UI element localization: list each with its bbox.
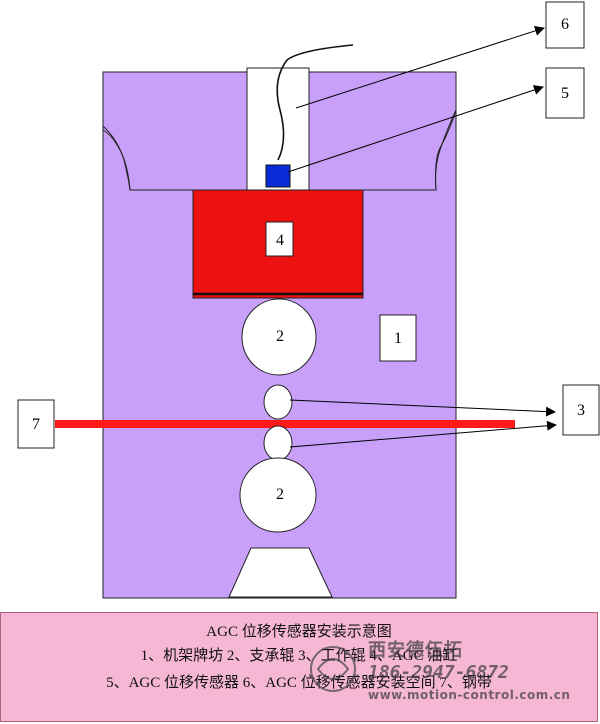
arrow-to-label-5 [287, 85, 544, 173]
caption-line-1: 1、机架牌坊 2、支承辊 3、工作辊 4、AGC 油缸 [140, 648, 458, 664]
caption-title: AGC 位移传感器安装示意图 [206, 624, 392, 640]
label-box-1: 1 [379, 314, 417, 362]
label-7: 7 [32, 416, 40, 433]
arrow-to-label-6 [295, 26, 545, 109]
legend-caption: AGC 位移传感器安装示意图 1、机架牌坊 2、支承辊 3、工作辊 4、AGC … [0, 612, 598, 722]
label-box-4: 4 [265, 221, 294, 257]
label-box-5: 5 [545, 67, 585, 119]
label-2-top: 2 [276, 328, 284, 345]
label-box-3: 3 [562, 384, 600, 436]
arrow-to-label-3-bottom [289, 420, 557, 448]
work-roll-top [263, 384, 293, 420]
label-2-bottom: 2 [276, 486, 284, 503]
label-5: 5 [561, 85, 569, 102]
backup-roll-top [241, 298, 317, 376]
roll-base-support [228, 547, 333, 598]
label-box-7: 7 [17, 399, 55, 449]
arrow-to-label-3-top [289, 399, 556, 417]
steel-strip [55, 420, 515, 428]
label-1: 1 [394, 330, 402, 347]
housing-window-wave-right [435, 109, 457, 191]
work-roll-bottom [263, 425, 293, 461]
label-box-6: 6 [545, 1, 585, 49]
label-6: 6 [561, 16, 569, 33]
label-3: 3 [577, 402, 585, 419]
housing-window-wave-left [102, 125, 131, 191]
sensor-cable [276, 44, 354, 161]
backup-roll-bottom [239, 457, 317, 533]
agc-displacement-sensor [265, 164, 291, 188]
caption-line-2: 5、AGC 位移传感器 6、AGC 位移传感器安装空间 7、钢带 [106, 675, 492, 691]
label-4: 4 [276, 232, 284, 249]
